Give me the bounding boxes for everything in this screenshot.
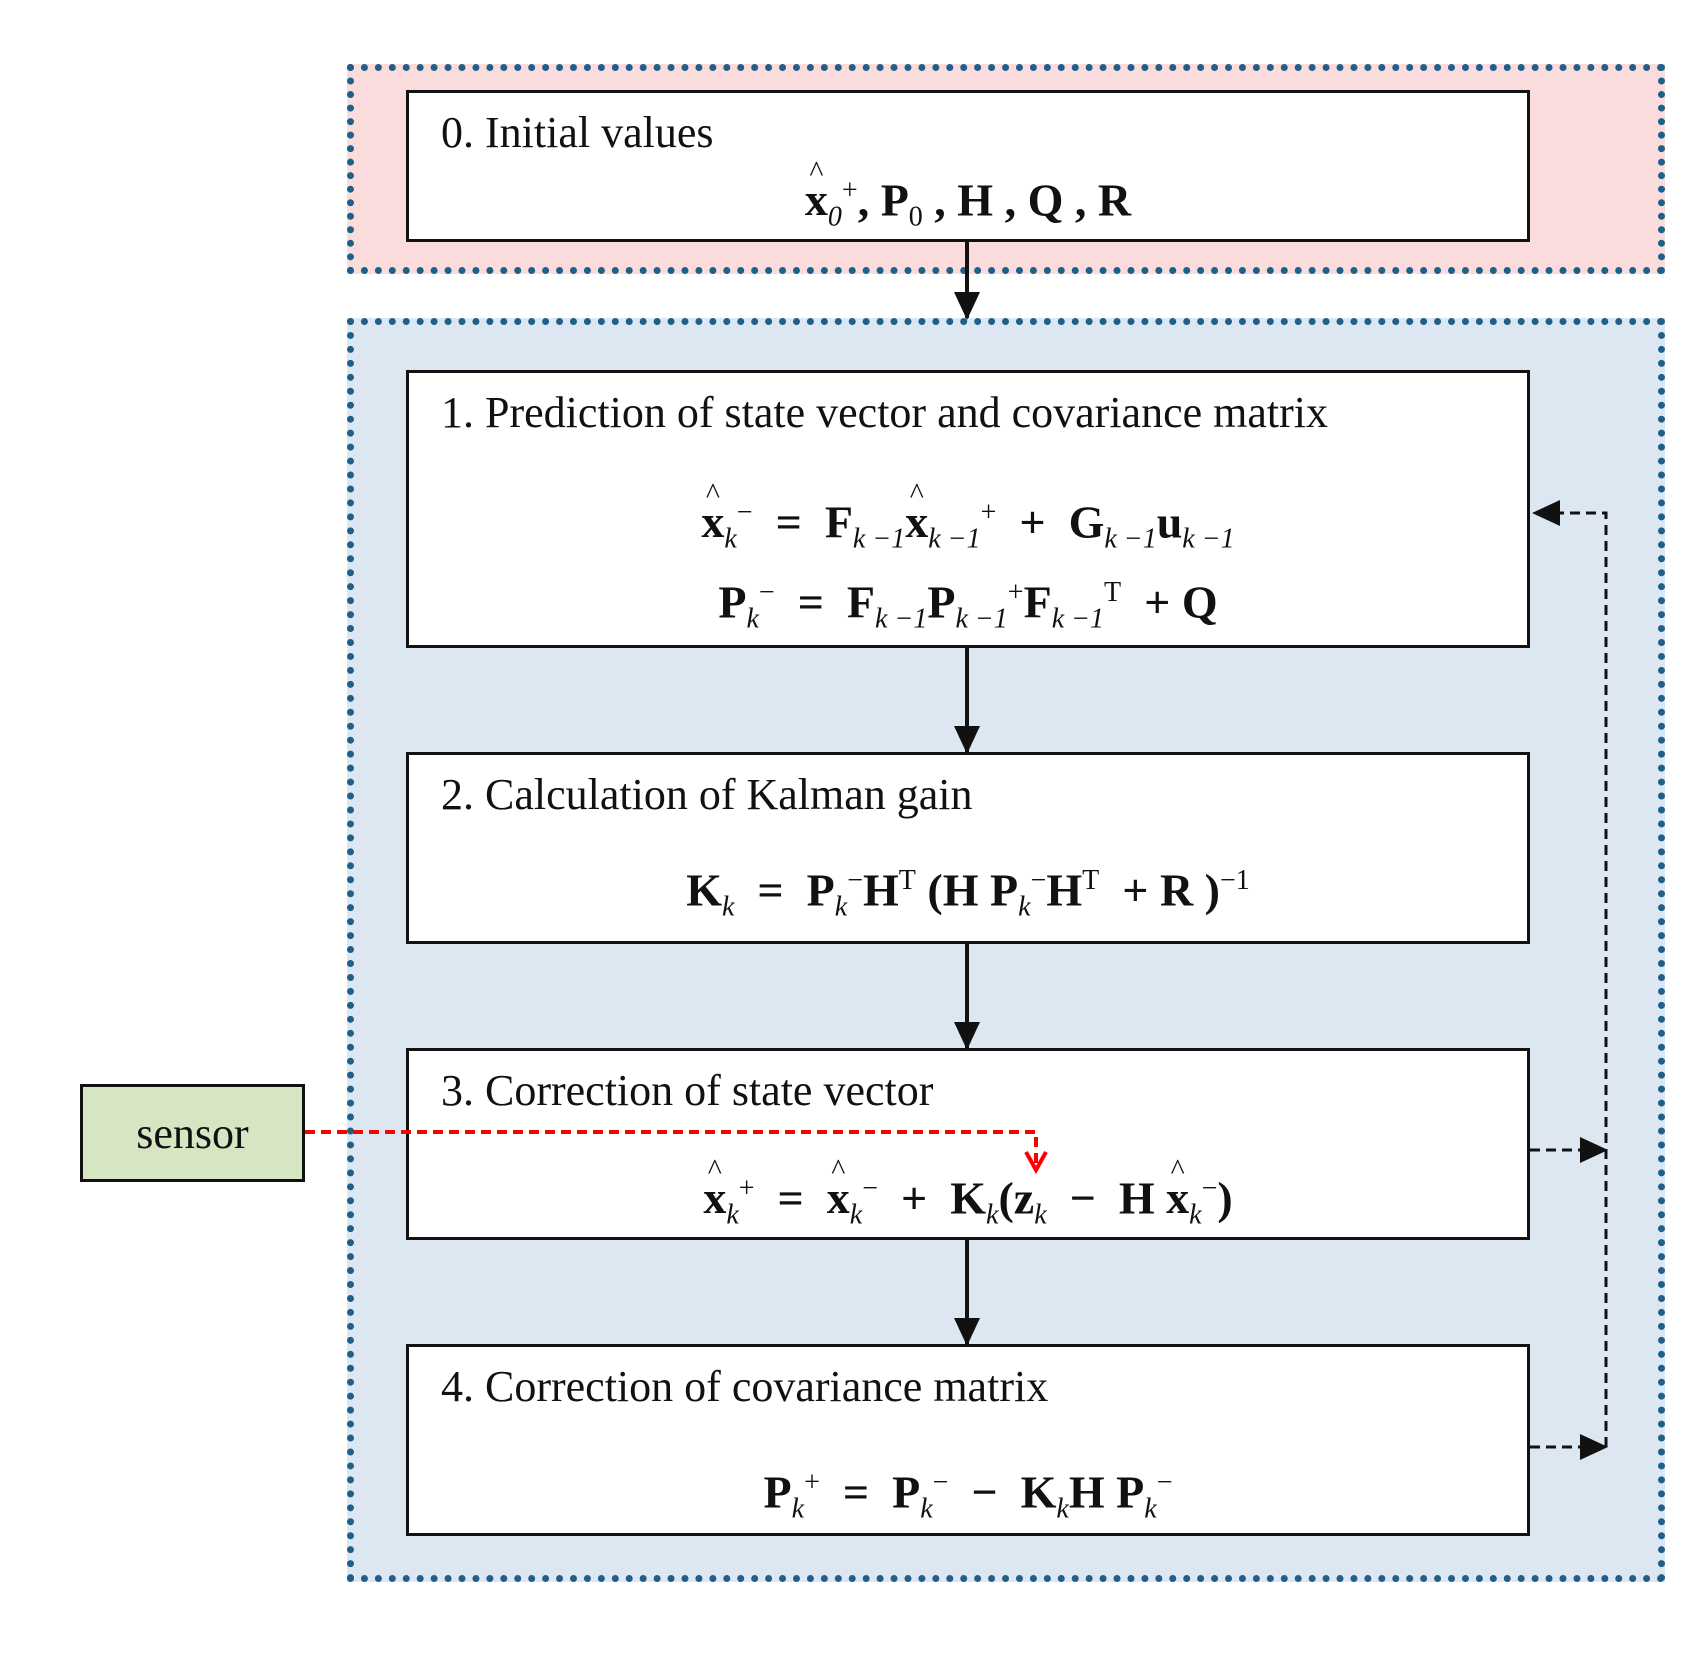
step-0-equation: x0+, P0 , H , Q , R <box>409 177 1527 232</box>
step-3-title: 3. Correction of state vector <box>441 1066 934 1115</box>
step-0-title: 0. Initial values <box>441 108 714 157</box>
covariance-prediction-equation: Pk− = Fk −1Pk −1+Fk −1T + Q <box>718 576 1218 635</box>
kalman-gain-equation: Kk = Pk−HT (H Pk−HT + R )−1 <box>686 864 1250 923</box>
feedback-loop-line <box>1532 500 1608 1447</box>
state-prediction-equation: xk− = Fk −1xk −1+ + Gk −1uk −1 <box>409 499 1527 554</box>
step-1-title: 1. Prediction of state vector and covari… <box>441 388 1328 437</box>
step-2-title: 2. Calculation of Kalman gain <box>441 770 973 819</box>
sensor-label: sensor <box>136 1108 249 1158</box>
step-4-title: 4. Correction of covariance matrix <box>441 1362 1049 1411</box>
step-4-box: 4. Correction of covariance matrix Pk+ =… <box>406 1344 1530 1536</box>
step-1-box: 1. Prediction of state vector and covari… <box>406 370 1530 648</box>
step-0-box: 0. Initial values x0+, P0 , H , Q , R <box>406 90 1530 242</box>
sensor-measurement-arrow <box>305 1130 1036 1170</box>
step-2-box: 2. Calculation of Kalman gain Kk = Pk−HT… <box>406 752 1530 944</box>
state-correction-equation: xk+ = xk− + Kk(zk − H xk−) <box>409 1175 1527 1230</box>
covariance-correction-equation: Pk+ = Pk− − KkH Pk− <box>763 1466 1173 1525</box>
sensor-box: sensor <box>80 1084 305 1182</box>
